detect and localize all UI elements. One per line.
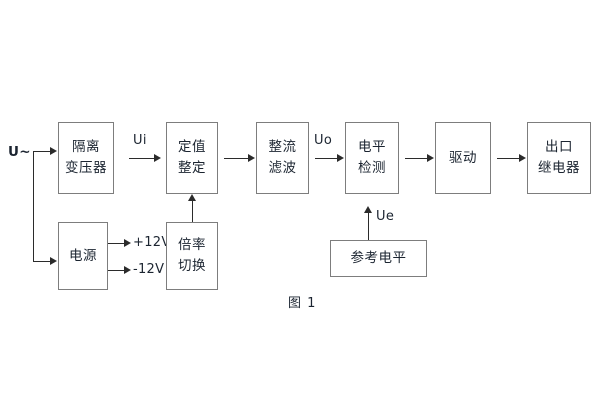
arrow-into-transformer — [50, 146, 57, 155]
block-isolation-transformer[interactable]: 隔离 变压器 — [58, 122, 114, 194]
block-rectify-filter[interactable]: 整流 滤波 — [256, 122, 309, 194]
block-multiplier-switch-line2: 切换 — [178, 258, 206, 274]
rail-label-negative: -12V — [133, 262, 165, 277]
branch-line-to-power-supply — [33, 261, 51, 262]
line-rail-negative — [108, 270, 126, 271]
block-isolation-transformer-line2: 变压器 — [65, 160, 107, 176]
line-level-detect-to-drive — [405, 158, 429, 159]
branch-line-to-transformer — [33, 151, 51, 152]
signal-label-ui: Ui — [133, 133, 147, 148]
block-setting-adjust[interactable]: 定值 整定 — [166, 122, 218, 194]
block-rectify-filter-line1: 整流 — [268, 139, 297, 156]
block-reference-level-line1: 参考电平 — [350, 250, 407, 267]
block-isolation-transformer-line1: 隔离 — [72, 139, 100, 156]
block-drive[interactable]: 驱动 — [435, 122, 491, 194]
block-level-detect[interactable]: 电平 检测 — [345, 122, 399, 194]
block-setting-adjust-line1: 定值 — [178, 139, 206, 156]
line-drive-to-output-relay — [497, 158, 521, 159]
arrow-rectify-to-level-detect — [337, 153, 344, 162]
block-setting-adjust-line2: 整定 — [178, 160, 206, 176]
block-reference-level[interactable]: 参考电平 — [330, 240, 427, 277]
arrow-into-power-supply — [50, 256, 57, 265]
block-output-relay[interactable]: 出口 继电器 — [527, 122, 591, 194]
arrow-multiplier-to-setting — [188, 194, 196, 201]
block-power-supply[interactable]: 电源 — [58, 222, 108, 290]
line-setting-to-rectify — [224, 158, 250, 159]
line-reference-to-level-detect — [368, 212, 369, 240]
line-multiplier-to-setting — [192, 200, 193, 222]
signal-label-uo: Uo — [314, 133, 333, 148]
block-level-detect-line2: 检测 — [358, 160, 386, 176]
arrow-setting-to-rectify — [248, 153, 255, 162]
line-transformer-to-setting — [129, 158, 156, 159]
input-source-label: U~ — [8, 144, 31, 160]
line-rectify-to-level-detect — [315, 158, 339, 159]
block-multiplier-switch-line1: 倍率 — [178, 237, 206, 254]
figure-caption: 图 1 — [288, 296, 317, 311]
rail-label-positive: +12V — [133, 235, 171, 250]
arrow-rail-positive — [124, 238, 131, 247]
block-multiplier-switch[interactable]: 倍率 切换 — [166, 222, 218, 290]
block-output-relay-line1: 出口 — [545, 139, 573, 156]
block-level-detect-line1: 电平 — [358, 139, 386, 156]
arrow-rail-negative — [124, 265, 131, 274]
block-drive-line1: 驱动 — [449, 149, 477, 166]
arrow-transformer-to-setting — [154, 153, 161, 162]
block-power-supply-line1: 电源 — [69, 247, 97, 264]
input-branch-bus — [33, 151, 34, 261]
block-output-relay-line2: 继电器 — [538, 160, 580, 176]
block-rectify-filter-line2: 滤波 — [268, 160, 297, 176]
arrow-level-detect-to-drive — [427, 153, 434, 162]
arrow-reference-to-level-detect — [364, 206, 372, 213]
arrow-drive-to-output-relay — [519, 153, 526, 162]
line-rail-positive — [108, 243, 126, 244]
signal-label-ue: Ue — [376, 209, 395, 224]
